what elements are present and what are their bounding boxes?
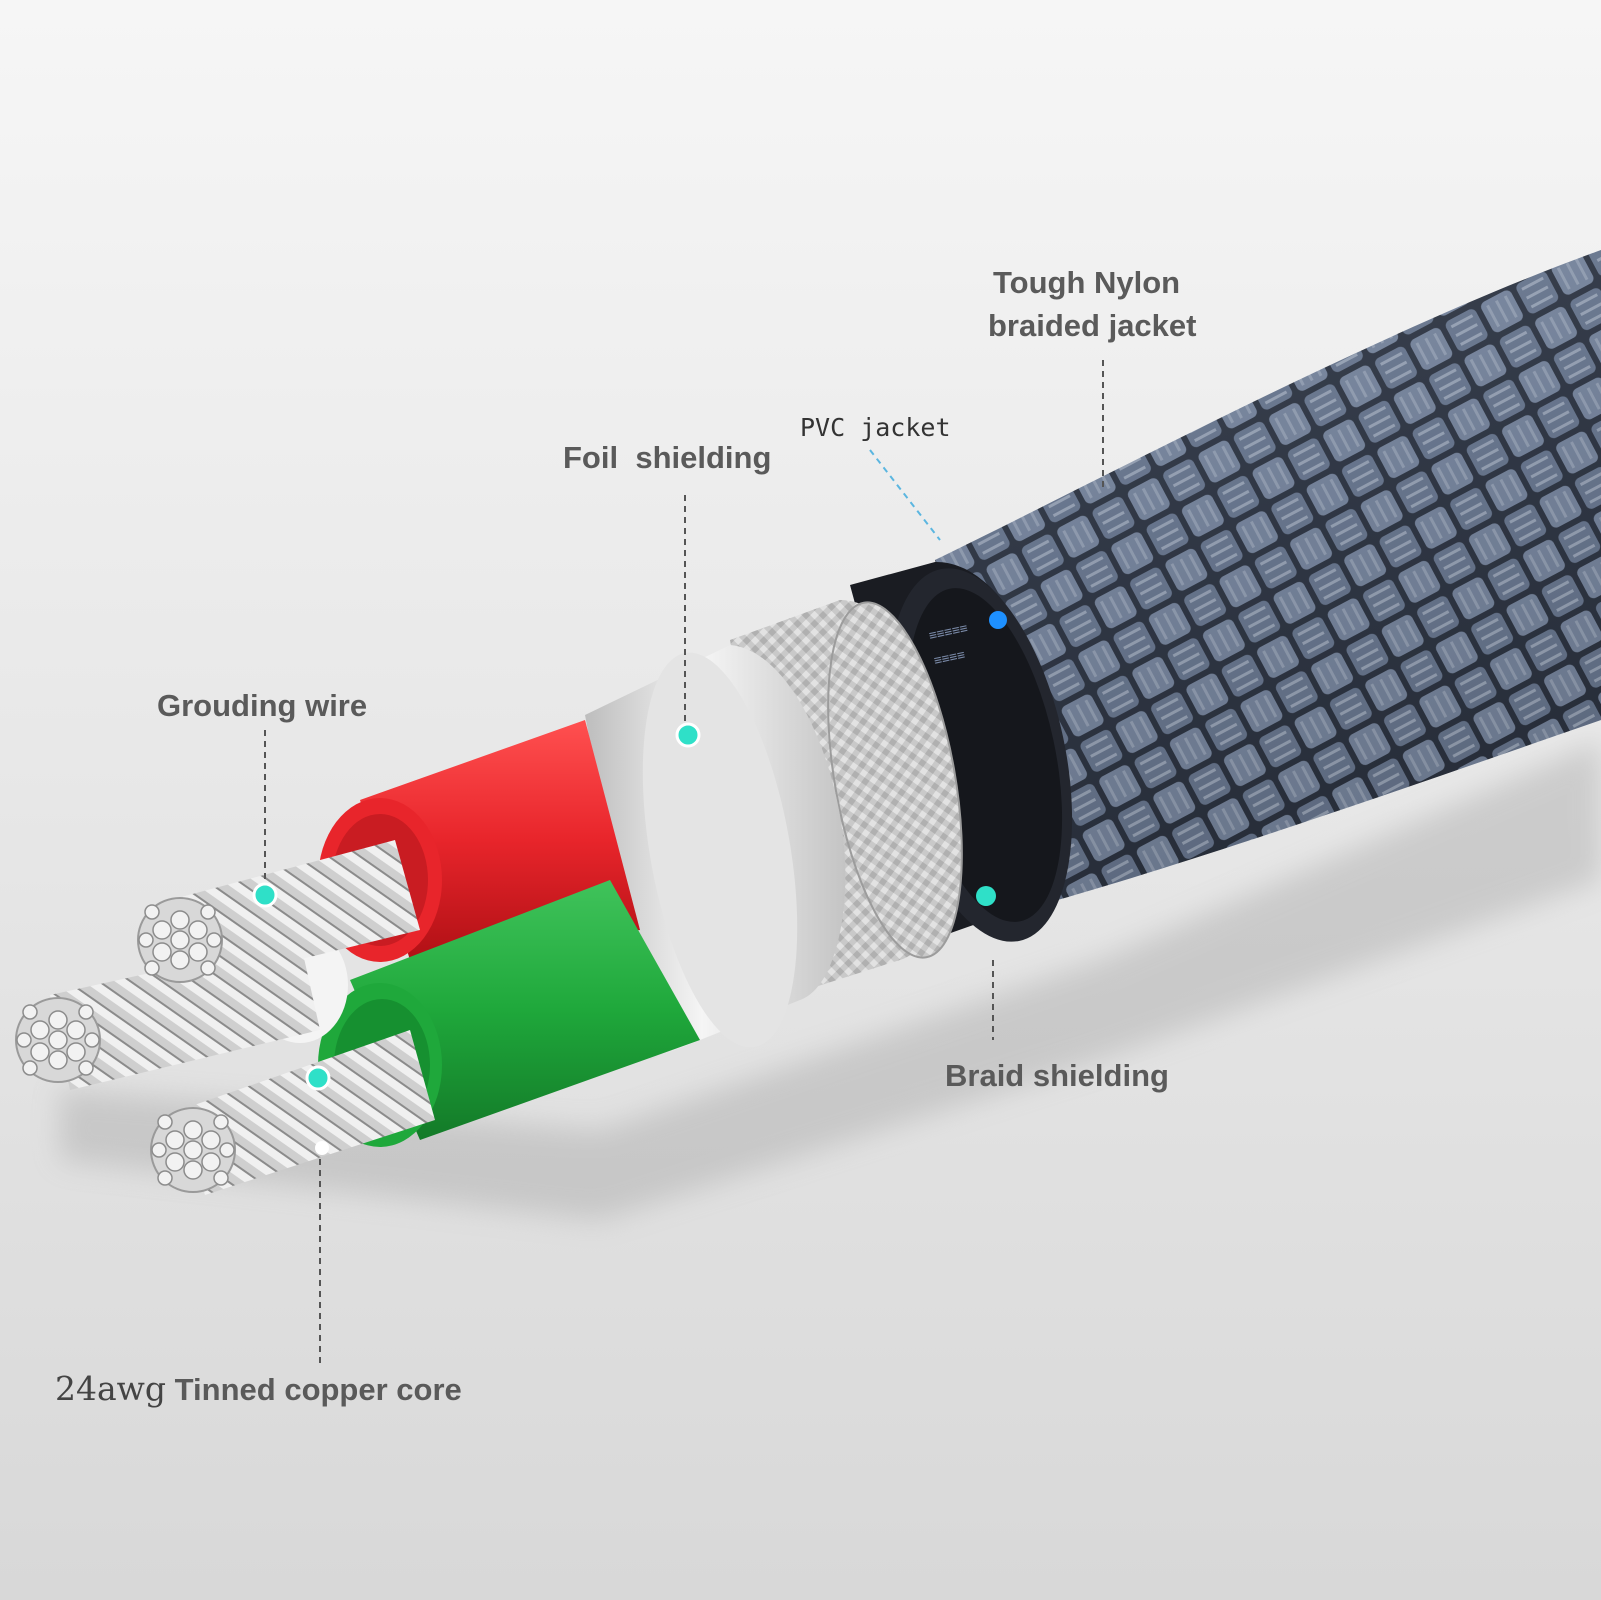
red-wire-copper-core xyxy=(137,840,420,985)
label-braid-shielding-b: shielding xyxy=(1032,1058,1169,1093)
label-foil-shielding: Foil shielding xyxy=(563,440,772,475)
marker-braid xyxy=(976,886,996,906)
label-core-text: Tinned copper core xyxy=(174,1372,462,1407)
label-pvc-jacket: PVC jacket xyxy=(800,413,951,442)
marker-core xyxy=(315,1141,329,1155)
marker-grounding xyxy=(252,882,278,908)
leader-pvc xyxy=(869,449,941,541)
markers xyxy=(252,611,1007,1155)
grounding-wire-strands xyxy=(15,940,320,1090)
marker-foil xyxy=(675,722,701,748)
marker-green-core xyxy=(305,1065,331,1091)
label-copper-core: 24awg Tinned copper core xyxy=(55,1372,462,1405)
leader-lines xyxy=(264,360,1104,1365)
label-grounding-wire: Grouding wire xyxy=(157,688,368,723)
nylon-braided-jacket xyxy=(935,250,1601,905)
marker-pvc xyxy=(989,611,1007,629)
svg-text:≡≡≡≡: ≡≡≡≡ xyxy=(933,648,967,669)
label-core-gauge: 24awg xyxy=(55,1369,167,1408)
label-nylon-jacket-line1: Tough Nylon xyxy=(993,265,1181,300)
label-braid-shielding-a: Braid xyxy=(945,1058,1025,1093)
label-braid-shielding: Braid shielding xyxy=(945,1060,1169,1091)
label-nylon-jacket-line2: braided jacket xyxy=(988,308,1197,343)
green-wire-copper-core xyxy=(150,1030,435,1195)
